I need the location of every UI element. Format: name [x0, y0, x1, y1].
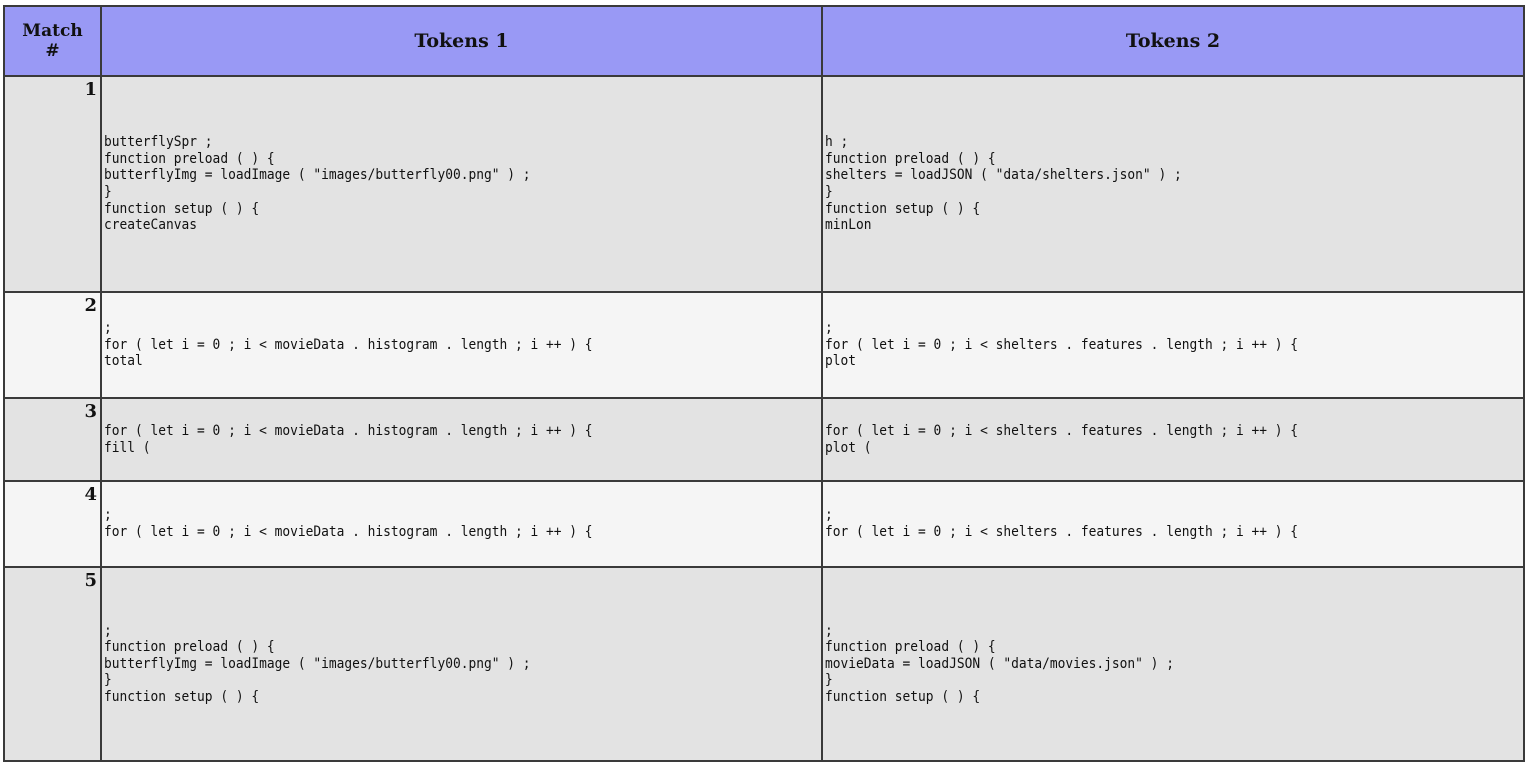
tokens-2-cell: ; for ( let i = 0 ; i < shelters . featu… — [821, 480, 1525, 568]
header-match-number: Match# — [3, 5, 102, 77]
table-row: 2 ; for ( let i = 0 ; i < movieData . hi… — [3, 291, 1525, 399]
tokens-2-code: for ( let i = 0 ; i < shelters . feature… — [825, 422, 1299, 456]
tokens-2-code: ; for ( let i = 0 ; i < shelters . featu… — [825, 320, 1299, 370]
match-table: Match# Tokens 1 Tokens 2 1 butterflySpr … — [3, 5, 1525, 762]
match-number: 5 — [3, 566, 102, 762]
match-number: 4 — [3, 480, 102, 568]
header-row: Match# Tokens 1 Tokens 2 — [3, 5, 1525, 77]
tokens-2-cell: for ( let i = 0 ; i < shelters . feature… — [821, 397, 1525, 482]
header-tokens-1: Tokens 1 — [100, 5, 823, 77]
table-row: 4 ; for ( let i = 0 ; i < movieData . hi… — [3, 480, 1525, 568]
match-number: 3 — [3, 397, 102, 482]
table-row: 5 ; function preload ( ) { butterflyImg … — [3, 566, 1525, 762]
tokens-2-cell: ; for ( let i = 0 ; i < shelters . featu… — [821, 291, 1525, 399]
tokens-1-code: butterflySpr ; function preload ( ) { bu… — [104, 134, 531, 234]
tokens-2-code: ; function preload ( ) { movieData = loa… — [825, 622, 1174, 705]
header-match-hash: # — [45, 41, 60, 61]
tokens-1-code: for ( let i = 0 ; i < movieData . histog… — [104, 422, 593, 456]
tokens-2-cell: ; function preload ( ) { movieData = loa… — [821, 566, 1525, 762]
tokens-1-code: ; function preload ( ) { butterflyImg = … — [104, 622, 531, 705]
tokens-1-code: ; for ( let i = 0 ; i < movieData . hist… — [104, 320, 593, 370]
tokens-1-code: ; for ( let i = 0 ; i < movieData . hist… — [104, 507, 593, 540]
match-number: 2 — [3, 291, 102, 399]
tokens-2-code: ; for ( let i = 0 ; i < shelters . featu… — [825, 507, 1299, 540]
header-tokens-2: Tokens 2 — [821, 5, 1525, 77]
header-match-label: Match — [22, 21, 83, 41]
tokens-1-cell: for ( let i = 0 ; i < movieData . histog… — [100, 397, 823, 482]
tokens-2-code: h ; function preload ( ) { shelters = lo… — [825, 134, 1182, 234]
tokens-2-cell: h ; function preload ( ) { shelters = lo… — [821, 75, 1525, 293]
match-number: 1 — [3, 75, 102, 293]
tokens-1-cell: ; for ( let i = 0 ; i < movieData . hist… — [100, 480, 823, 568]
tokens-1-cell: butterflySpr ; function preload ( ) { bu… — [100, 75, 823, 293]
table-row: 3 for ( let i = 0 ; i < movieData . hist… — [3, 397, 1525, 482]
table-row: 1 butterflySpr ; function preload ( ) { … — [3, 75, 1525, 293]
tokens-1-cell: ; for ( let i = 0 ; i < movieData . hist… — [100, 291, 823, 399]
tokens-1-cell: ; function preload ( ) { butterflyImg = … — [100, 566, 823, 762]
